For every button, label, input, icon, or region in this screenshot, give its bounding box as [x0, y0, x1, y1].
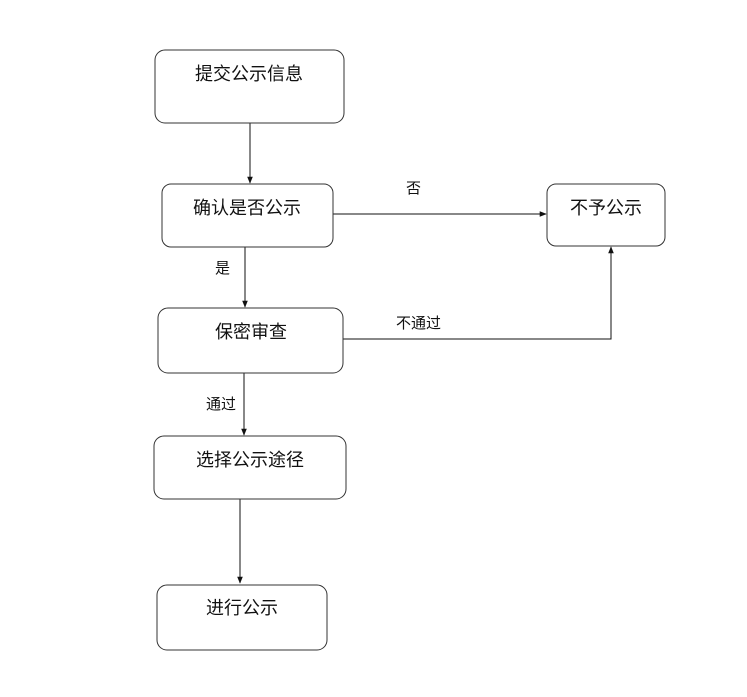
node-security-review: 保密审查: [157, 307, 344, 374]
edge-label-yes: 是: [215, 259, 230, 277]
edge-label-not-passed: 不通过: [396, 314, 441, 332]
edge-confirm-to-no-disclosure: 否: [333, 179, 547, 217]
node-no-disclosure: 不予公示: [546, 183, 666, 247]
edge-label-no: 否: [406, 179, 421, 197]
edge-security-review-to-no-disclosure: 不通过: [343, 246, 614, 340]
node-choose-channel-label: 选择公示途径: [196, 450, 304, 471]
node-confirm: 确认是否公示: [161, 183, 334, 248]
node-confirm-label: 确认是否公示: [193, 198, 301, 219]
node-no-disclosure-label: 不予公示: [570, 198, 642, 219]
node-choose-channel: 选择公示途径: [153, 435, 347, 500]
node-submit: 提交公示信息: [154, 49, 345, 124]
node-security-review-label: 保密审查: [215, 322, 287, 343]
edge-security-review-to-choose-channel: 通过: [206, 373, 247, 436]
edge-confirm-to-security-review: 是: [215, 247, 248, 308]
node-publish: 进行公示: [156, 584, 328, 651]
edge-label-passed: 通过: [206, 395, 236, 413]
node-submit-label: 提交公示信息: [195, 64, 303, 85]
node-publish-label: 进行公示: [206, 598, 278, 619]
